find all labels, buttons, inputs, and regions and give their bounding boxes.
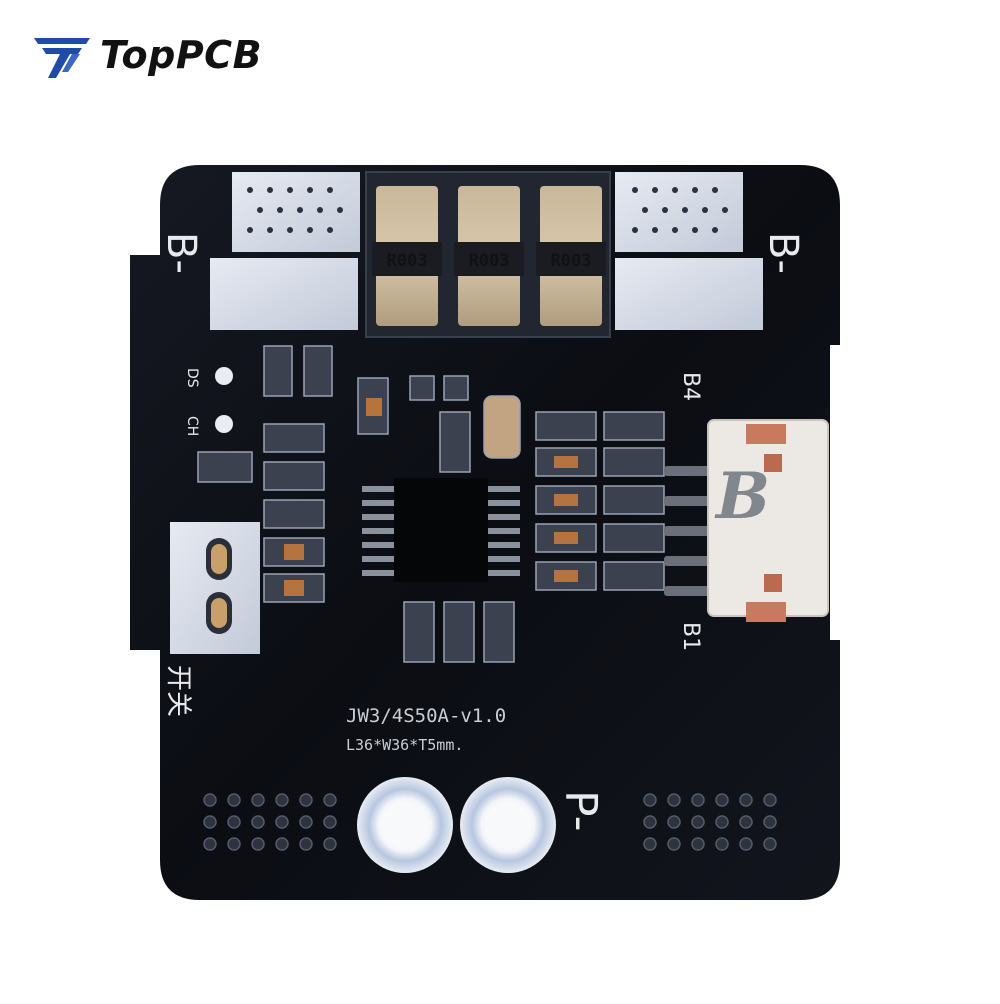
b4-label: B4 <box>678 372 703 401</box>
shunt-resistor: R003 <box>372 186 442 326</box>
shunt-resistor: R003 <box>454 186 524 326</box>
balance-connector <box>664 419 829 622</box>
b-minus-left-label: B- <box>158 232 204 274</box>
resistor-code: R003 <box>469 251 510 271</box>
capacitor <box>483 395 521 459</box>
p-minus-terminals <box>357 777 556 873</box>
ds-label: DS <box>184 368 200 388</box>
led-ds <box>215 367 233 385</box>
toppcb-logo-icon <box>34 38 90 78</box>
shunt-resistors: R003 R003 R003 <box>365 171 611 338</box>
bottom-left-vias <box>203 793 337 851</box>
b-minus-right-label: B- <box>760 232 806 274</box>
model-label: JW3/4S50A-v1.0 <box>346 705 506 727</box>
b-minus-right-pad <box>615 172 763 330</box>
resistor-code: R003 <box>387 251 428 271</box>
resistor-code: R003 <box>551 251 592 271</box>
led-ch <box>215 415 233 433</box>
bottom-right-vias <box>643 793 777 851</box>
brand-logo: TopPCB <box>30 28 262 82</box>
ch-label: CH <box>184 416 200 436</box>
switch-pads <box>170 522 260 654</box>
smd-components <box>197 345 665 663</box>
b1-label: B1 <box>678 622 703 651</box>
shunt-resistor: R003 <box>536 186 606 326</box>
p-minus-label: P- <box>555 790 606 831</box>
switch-cn-label: 开关 <box>163 665 193 717</box>
brand-name: TopPCB <box>100 33 263 77</box>
bms-ic <box>362 478 520 582</box>
dimensions-label: L36*W36*T5mm. <box>346 736 463 754</box>
b-minus-left-pad <box>210 172 360 330</box>
watermark-letter: B <box>714 459 770 534</box>
